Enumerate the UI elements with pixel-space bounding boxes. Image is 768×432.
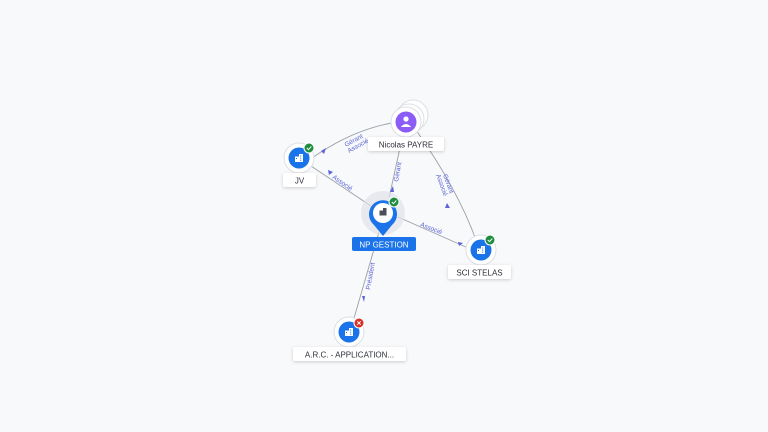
edge-np-jv[interactable]: Associé bbox=[307, 163, 375, 209]
active-status-badge bbox=[388, 196, 400, 208]
focused-label-pill bbox=[352, 237, 416, 251]
node-label: A.R.C. - APPLICATION... bbox=[305, 351, 394, 360]
edge-label-president: Président bbox=[365, 262, 377, 290]
check-icon bbox=[306, 146, 312, 151]
edge-label-associe: Associé bbox=[419, 221, 443, 236]
person-node-circle bbox=[395, 111, 417, 133]
node-sci-stelas[interactable]: SCI STELAS bbox=[448, 234, 511, 279]
node-label: JV bbox=[295, 177, 305, 186]
node-label: Nicolas PAYRE bbox=[379, 141, 433, 150]
node-arc-application[interactable]: A.R.C. - APPLICATION... bbox=[293, 316, 406, 361]
edge-label-associe: Associé bbox=[331, 174, 354, 193]
person-icon bbox=[400, 116, 412, 127]
node-np-gestion[interactable]: NP GESTION bbox=[352, 191, 416, 251]
check-icon bbox=[487, 238, 493, 243]
active-status-badge bbox=[484, 234, 496, 246]
node-label: NP GESTION bbox=[359, 241, 408, 250]
node-nicolas-payre[interactable]: Nicolas PAYRE bbox=[368, 99, 444, 151]
building-icon bbox=[379, 210, 383, 216]
cross-icon bbox=[356, 320, 362, 326]
node-label: SCI STELAS bbox=[456, 269, 502, 278]
check-icon bbox=[391, 200, 397, 205]
edge-label-gerant: Gérant bbox=[393, 161, 403, 182]
active-status-badge bbox=[303, 142, 315, 154]
node-jv[interactable]: JV bbox=[283, 142, 316, 187]
